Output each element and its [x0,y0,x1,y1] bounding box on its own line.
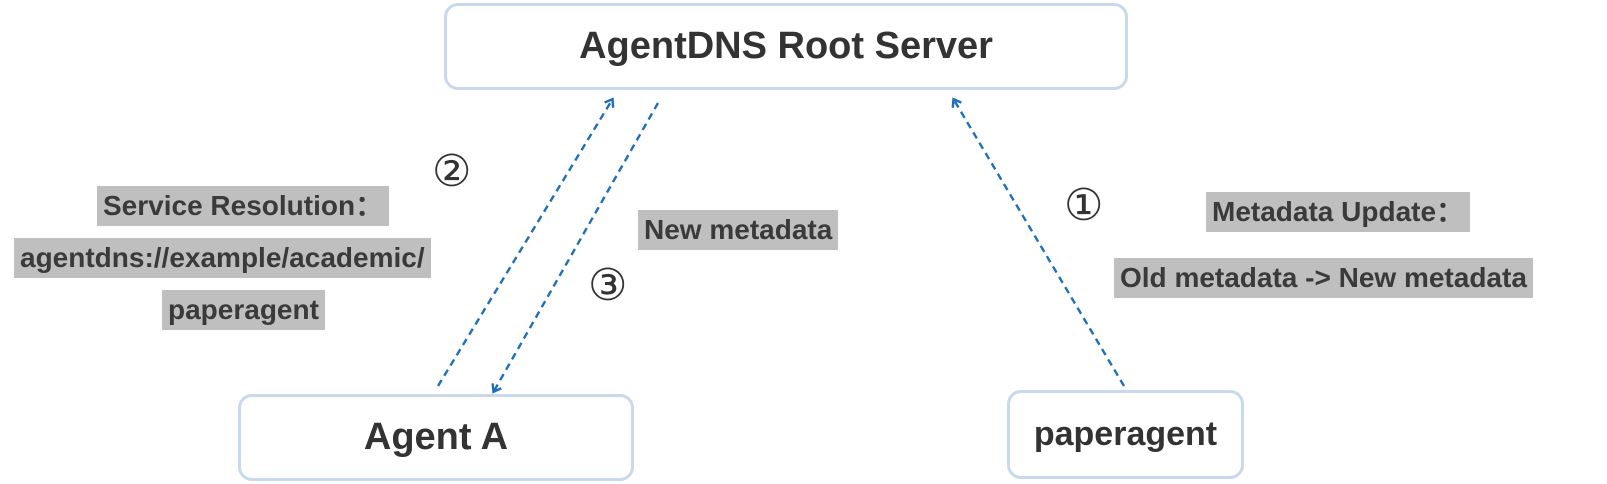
step-one-marker: ① [1064,180,1104,231]
step-three-marker: ③ [588,260,628,311]
agent-a-node: Agent A [238,394,634,481]
agentdns-root-server-node: AgentDNS Root Server [444,3,1128,90]
metadata-update-title: Metadata Update： [1206,192,1471,232]
service-resolution-title: Service Resolution： [97,186,390,226]
paperagent-node: paperagent [1007,390,1244,479]
step-two-marker: ② [432,146,472,197]
arrow-new-metadata-response [491,102,660,394]
agentdns-root-server-label: AgentDNS Root Server [579,25,993,67]
agent-a-label: Agent A [363,416,509,458]
arrow-service-resolution [436,97,615,387]
service-resolution-url-line2: paperagent [162,290,325,330]
service-resolution-url-line1: agentdns://example/academic/ [14,238,431,278]
paperagent-label: paperagent [1033,415,1218,453]
metadata-update-value: Old metadata -> New metadata [1114,258,1533,298]
new-metadata-label: New metadata [638,210,839,250]
arrow-metadata-update [951,97,1126,387]
